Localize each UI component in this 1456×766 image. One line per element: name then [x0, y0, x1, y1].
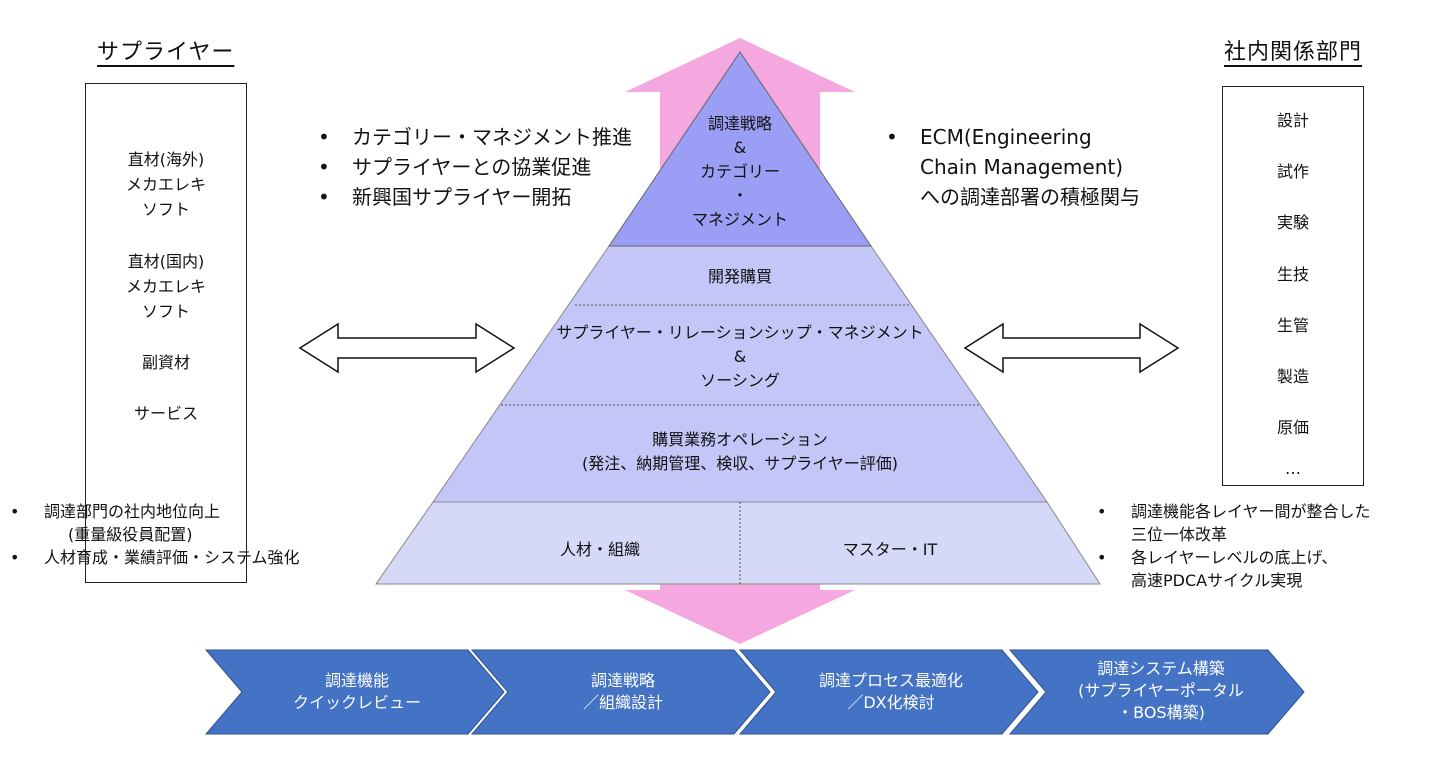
supplier-title: サプライヤー — [97, 40, 235, 65]
chevron-step-1-label: 調達機能 クイックレビュー — [242, 670, 472, 714]
chevron-line: クイックレビュー — [292, 693, 421, 712]
chevron-step-4 — [1008, 649, 1305, 735]
pyramid-top-text: 調達戦略 & カテゴリー ・ マネジメント — [640, 112, 840, 232]
supplier-item-line: メカエレキ — [125, 175, 206, 194]
dept-item: 生技 — [1276, 265, 1309, 284]
dept-item: … — [1285, 459, 1301, 478]
chevron-step-3 — [738, 649, 1039, 735]
top-line-5: マネジメント — [691, 210, 788, 229]
internal-note-cont: 高速PDCAサイクル実現 — [1131, 571, 1303, 590]
chevron-line: 調達システム構築 — [1097, 659, 1225, 678]
layer3-line-3: ソーシング — [700, 371, 780, 390]
chevron-step-4-label: 調達システム構築 (サプライヤーポータル ・BOS構築) — [1046, 658, 1276, 724]
pyramid-base-left-text: 人材・組織 — [559, 540, 640, 559]
supplier-note: 調達部門の社内地位向上 — [10, 500, 300, 523]
top-line-2: & — [733, 138, 747, 157]
dept-item: 製造 — [1276, 367, 1309, 386]
internal-title: 社内関係部門 — [1224, 40, 1363, 65]
supplier-item-line: ソフト — [141, 302, 190, 321]
dept-item: 生管 — [1276, 316, 1309, 335]
center-note-right-cont: Chain Management) — [920, 155, 1124, 179]
chevron-step-1 — [204, 649, 505, 735]
dept-item: 原価 — [1276, 418, 1309, 437]
supplier-item-line: 直材(海外) — [127, 150, 205, 169]
center-note-left: サプライヤーとの協業促進 — [318, 152, 632, 182]
pyramid-top-layer — [608, 51, 872, 247]
chevron-line: 調達機能 — [324, 671, 389, 690]
supplier-notes: 調達部門の社内地位向上 (重量級役員配置) 人材育成・業績評価・システム強化 — [10, 500, 300, 569]
pyramid-layer4-text: 購買業務オペレーション (発注、納期管理、検収、サプライヤー評価) — [520, 428, 960, 476]
supplier-item-submaterial: 副資材 — [86, 350, 246, 375]
layer3-line-1: サプライヤー・リレーションシップ・マネジメント — [556, 323, 924, 342]
supplier-item-line: メカエレキ — [125, 277, 206, 296]
chevron-step-2 — [470, 649, 771, 735]
supplier-item-domestic: 直材(国内) メカエレキ ソフト — [86, 249, 246, 324]
supplier-item-line: サービス — [133, 404, 198, 423]
dept-item: 設計 — [1276, 111, 1309, 130]
chevron-line: ／組織設計 — [582, 693, 663, 712]
internal-note-cont: 三位一体改革 — [1131, 525, 1228, 544]
supplier-item-line: ソフト — [141, 200, 190, 219]
center-note-right: ECM(Engineering — [886, 122, 1140, 152]
top-line-4: ・ — [731, 186, 748, 205]
chevron-line: ／DX化検討 — [847, 693, 935, 712]
supplier-note: 人材育成・業績評価・システム強化 — [10, 546, 300, 569]
pyramid-base-right-text: マスター・IT — [842, 540, 938, 559]
internal-box: 設計 試作 実験 生技 生管 製造 原価 … — [1222, 86, 1364, 486]
center-notes-left: カテゴリー・マネジメント推進 サプライヤーとの協業促進 新興国サプライヤー開拓 — [318, 122, 632, 212]
center-note-left: カテゴリー・マネジメント推進 — [318, 122, 632, 152]
layer4-line-2: (発注、納期管理、検収、サプライヤー評価) — [581, 454, 898, 473]
top-line-3: カテゴリー — [699, 162, 780, 181]
supplier-item-line: 直材(国内) — [127, 252, 205, 271]
chevron-step-2-label: 調達戦略 ／組織設計 — [508, 670, 738, 714]
left-double-arrow-icon — [298, 322, 516, 374]
chevron-line: 調達戦略 — [590, 671, 655, 690]
pyramid-layer3-text: サプライヤー・リレーションシップ・マネジメント & ソーシング — [520, 321, 960, 393]
chevron-line: ・BOS構築) — [1117, 703, 1205, 722]
right-double-arrow-icon — [963, 322, 1180, 374]
dept-item: 実験 — [1276, 213, 1309, 232]
chevron-line: (サプライヤーポータル — [1078, 681, 1244, 700]
supplier-item-service: サービス — [86, 401, 246, 426]
internal-notes: 調達機能各レイヤー間が整合した 三位一体改革 各レイヤーレベルの底上げ、 高速P… — [1097, 500, 1371, 592]
layer4-line-1: 購買業務オペレーション — [652, 430, 828, 449]
center-note-left: 新興国サプライヤー開拓 — [318, 182, 632, 212]
supplier-item-line: 副資材 — [141, 353, 190, 372]
supplier-note-cont: (重量級役員配置) — [68, 525, 193, 544]
chevron-step-3-label: 調達プロセス最適化 ／DX化検討 — [776, 670, 1006, 714]
dept-item: 試作 — [1276, 162, 1309, 181]
pyramid-layer2-text: 開発購買 — [707, 267, 772, 286]
internal-note: 調達機能各レイヤー間が整合した — [1097, 500, 1371, 523]
chevron-line: 調達プロセス最適化 — [818, 671, 963, 690]
center-note-right-cont: への調達部署の積極関与 — [920, 185, 1140, 209]
top-line-1: 調達戦略 — [707, 114, 772, 133]
internal-note: 各レイヤーレベルの底上げ、 — [1097, 546, 1371, 569]
layer3-line-2: & — [733, 347, 747, 366]
supplier-item-overseas: 直材(海外) メカエレキ ソフト — [86, 147, 246, 222]
center-notes-right: ECM(Engineering Chain Management) への調達部署… — [886, 122, 1140, 212]
